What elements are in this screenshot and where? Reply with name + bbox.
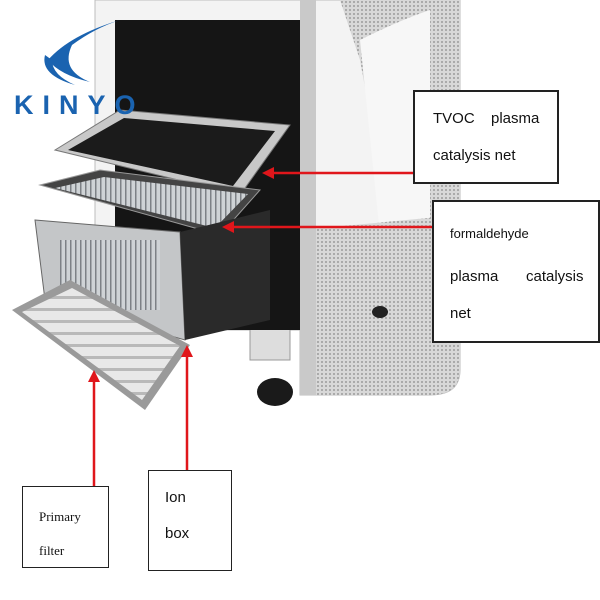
label-text: net xyxy=(450,305,471,322)
label-text: box xyxy=(165,525,190,542)
label-text: TVOC xyxy=(433,110,475,127)
label-text: catalysis net xyxy=(433,147,516,164)
label-text: plasma xyxy=(491,110,540,127)
primary-filter-drawer xyxy=(12,280,190,410)
caster-wheel xyxy=(257,378,293,406)
label-text: Ion xyxy=(165,489,186,506)
label-text: Primary xyxy=(39,509,81,524)
label-text: plasma xyxy=(450,268,499,285)
formaldehyde-label-box: formaldehyde plasma catalysis net xyxy=(432,200,600,343)
ion-box-drawer xyxy=(34,210,270,341)
kinyo-logo: KINYO xyxy=(14,90,145,120)
annotation-arrows xyxy=(88,167,432,487)
label-text: filter xyxy=(39,543,65,558)
label-text: catalysis xyxy=(526,268,584,285)
formaldehyde-net-drawer xyxy=(38,169,262,236)
label-text: formaldehyde xyxy=(450,226,529,241)
logo-swoosh-icon xyxy=(48,20,120,82)
tvoc-net-drawer xyxy=(53,109,291,196)
caster-wheel xyxy=(372,306,388,318)
primary-filter-label-box: Primary filter xyxy=(22,486,109,568)
ion-box-label-box: Ion box xyxy=(148,470,232,571)
tvoc-label-box: TVOC plasma catalysis net xyxy=(413,90,559,184)
